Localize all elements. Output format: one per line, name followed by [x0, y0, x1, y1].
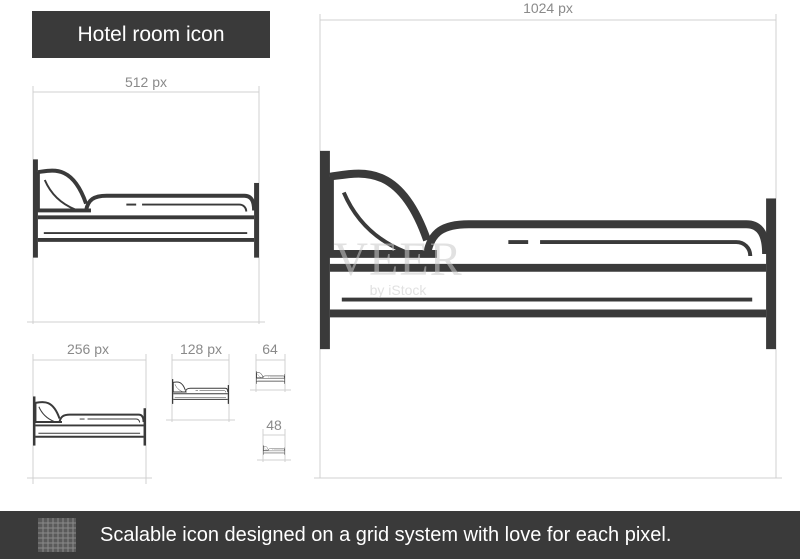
watermark-sub: by iStock — [369, 282, 427, 298]
grid-icon — [38, 518, 76, 552]
bed-icon — [33, 396, 146, 446]
size-label-128: 128 px — [179, 341, 223, 357]
page-title: Hotel room icon — [32, 11, 270, 58]
bed-icon — [172, 379, 229, 404]
footer-text: Scalable icon designed on a grid system … — [100, 523, 672, 546]
size-label-512: 512 px — [124, 74, 168, 90]
watermark: VEER by iStock — [318, 233, 478, 299]
size-label-256: 256 px — [66, 341, 110, 357]
bed-icon — [256, 371, 285, 384]
size-label-48: 48 — [266, 417, 282, 433]
bed-icon — [33, 159, 259, 258]
bed-icon — [263, 445, 285, 455]
watermark-main: VEER — [333, 233, 463, 286]
size-label-64: 64 — [262, 341, 278, 357]
size-label-1024: 1024 px — [523, 0, 573, 16]
footer-bar: Scalable icon designed on a grid system … — [0, 511, 800, 559]
page-title-text: Hotel room icon — [77, 22, 225, 46]
